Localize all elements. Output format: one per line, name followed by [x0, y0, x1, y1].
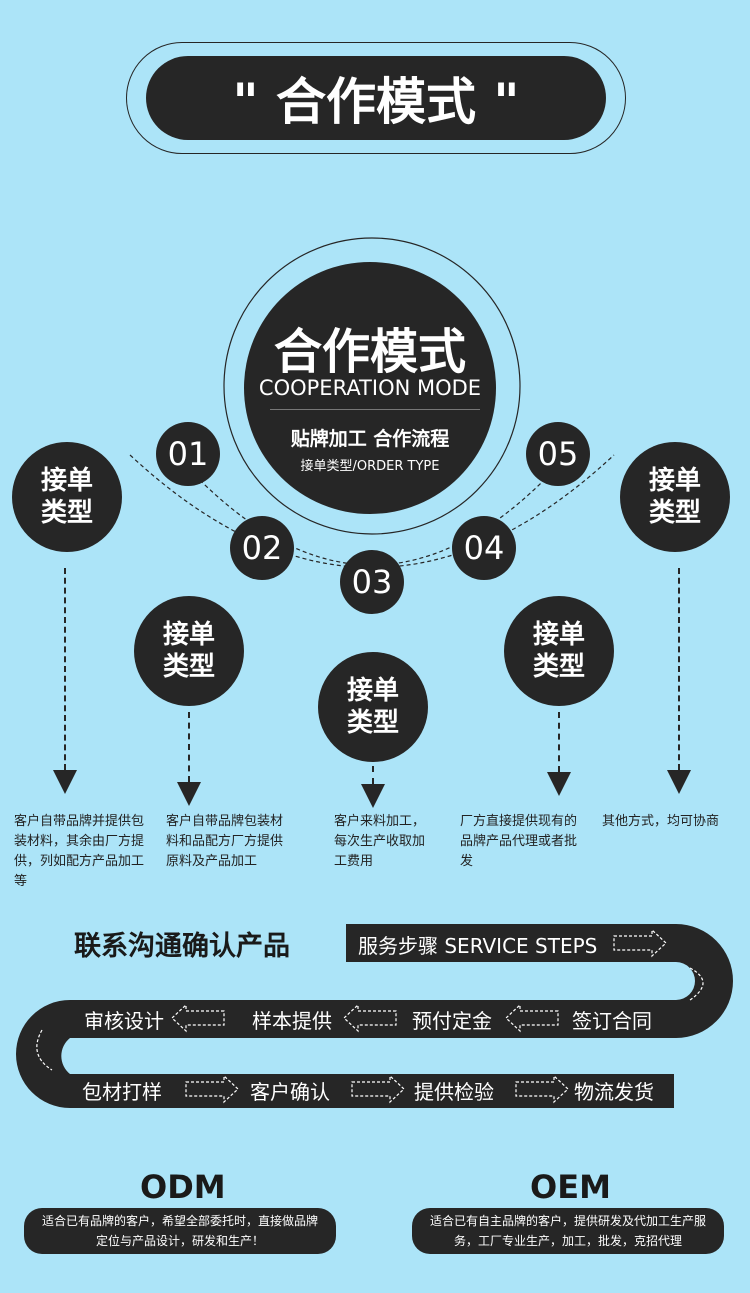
arrow-down-icon [547, 772, 571, 796]
step-number-05: 05 [526, 422, 590, 486]
contact-title: 联系沟通确认产品 [74, 931, 290, 962]
step-number-03: 03 [340, 550, 404, 614]
connector-line-3 [372, 766, 374, 784]
odm-description: 适合已有品牌的客户，希望全部委托时，直接做品牌定位与产品设计，研发和生产！ [24, 1208, 336, 1254]
connector-line-4 [558, 712, 560, 772]
step-packaging-proof: 包材打样 [82, 1080, 162, 1104]
step-number-04: 04 [452, 516, 516, 580]
order-type-bubble-5: 接单类型 [620, 442, 730, 552]
order-type-bubble-1: 接单类型 [12, 442, 122, 552]
step-review-design: 审核设计 [84, 1009, 164, 1033]
odm-title: ODM [140, 1168, 226, 1206]
arrow-down-icon [177, 782, 201, 806]
arrow-down-icon [53, 770, 77, 794]
center-title: 合作模式 [273, 324, 466, 380]
step-deposit: 预付定金 [412, 1009, 492, 1033]
header-pill: " 合作模式 " [146, 56, 606, 140]
header-title: " 合作模式 " [232, 73, 520, 131]
connector-line-1 [64, 568, 66, 770]
connector-line-2 [188, 712, 190, 782]
step-sample: 样本提供 [252, 1009, 332, 1033]
header-outline [126, 42, 626, 154]
order-type-bubble-4: 接单类型 [504, 596, 614, 706]
description-4: 厂方直接提供现有的品牌产品代理或者批发 [460, 814, 578, 869]
center-circle [244, 262, 496, 514]
oem-description: 适合已有自主品牌的客户，提供研发及代加工生产服务，工厂专业生产，加工，批发，克招… [412, 1208, 724, 1254]
center-line1: 贴牌加工 合作流程 [290, 428, 450, 450]
step-logistics: 物流发货 [574, 1080, 654, 1104]
center-divider [270, 409, 480, 410]
order-type-bubble-2: 接单类型 [134, 596, 244, 706]
arrow-down-icon [361, 784, 385, 808]
center-subtitle: COOPERATION MODE [258, 376, 482, 400]
step-number-02: 02 [230, 516, 294, 580]
service-steps-label: 服务步骤 SERVICE STEPS [358, 934, 598, 958]
arrow-down-icon [667, 770, 691, 794]
description-3: 客户来料加工，每次生产收取加工费用 [334, 814, 426, 869]
step-number-01: 01 [156, 422, 220, 486]
step-customer-confirm: 客户确认 [250, 1080, 330, 1104]
oem-title: OEM [530, 1168, 611, 1206]
order-type-bubble-3: 接单类型 [318, 652, 428, 762]
description-2: 客户自带品牌包装材料和品配方厂方提供原料及产品加工 [166, 814, 284, 869]
center-line2: 接单类型/ORDER TYPE [300, 459, 440, 474]
step-contract: 签订合同 [572, 1009, 652, 1033]
description-1: 客户自带品牌并提供包装材料，其余由厂方提供，列如配方产品加工等 [14, 814, 145, 889]
step-inspection: 提供检验 [414, 1080, 494, 1104]
description-5: 其他方式，均可协商 [602, 814, 720, 829]
connector-line-5 [678, 568, 680, 770]
